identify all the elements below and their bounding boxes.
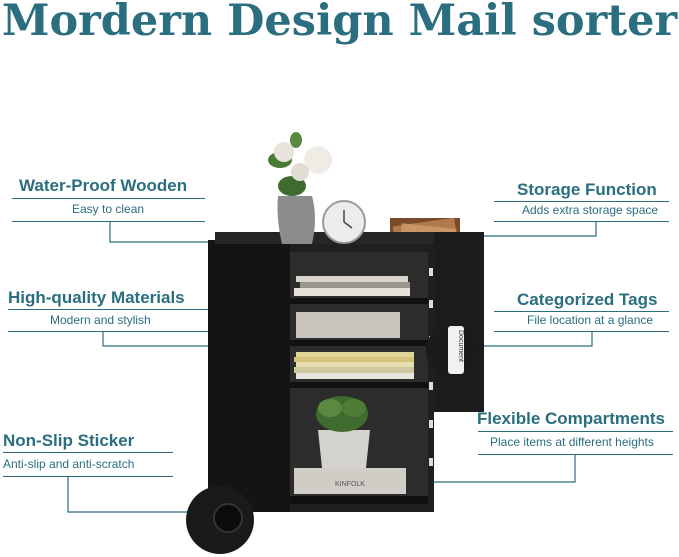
small-plant: [316, 396, 370, 468]
book-text: KINFOLK: [335, 481, 365, 488]
divider: [494, 311, 669, 312]
divider: [12, 221, 205, 222]
divider: [478, 431, 673, 432]
foot-zoom: [186, 486, 254, 554]
feature-compartments-subtitle: Place items at different heights: [490, 435, 654, 449]
divider: [12, 198, 205, 199]
feature-compartments-title: Flexible Compartments: [477, 409, 665, 428]
feature-waterproof-subtitle: Easy to clean: [72, 202, 145, 216]
divider: [8, 331, 208, 332]
page-title: Mordern Design Mail sorter: [1, 0, 678, 46]
divider: [494, 221, 669, 222]
flower-vase: [268, 132, 332, 244]
feature-tags-subtitle: File location at a glance: [527, 313, 654, 327]
divider: [8, 309, 208, 310]
feature-waterproof-title: Water-Proof Wooden: [19, 176, 188, 195]
feature-storage-title: Storage Function: [517, 180, 657, 199]
feature-storage-subtitle: Adds extra storage space: [522, 203, 659, 217]
feature-tags-title: Categorized Tags: [517, 290, 658, 309]
divider: [494, 201, 669, 202]
divider: [494, 331, 669, 332]
callout-lines: [67, 221, 597, 513]
tag-text: Document: [457, 330, 464, 362]
divider: [3, 476, 173, 477]
feature-nonslip-subtitle: Anti-slip and anti-scratch: [3, 457, 135, 471]
clock-icon: [322, 200, 366, 244]
feature-materials-subtitle: Modern and stylish: [50, 313, 151, 327]
tag-zoom: Document: [426, 324, 478, 376]
feature-materials-title: High-quality Materials: [8, 288, 185, 307]
shelf-items: KINFOLK: [294, 276, 414, 494]
feature-nonslip-title: Non-Slip Sticker: [3, 431, 135, 450]
divider: [3, 452, 173, 453]
